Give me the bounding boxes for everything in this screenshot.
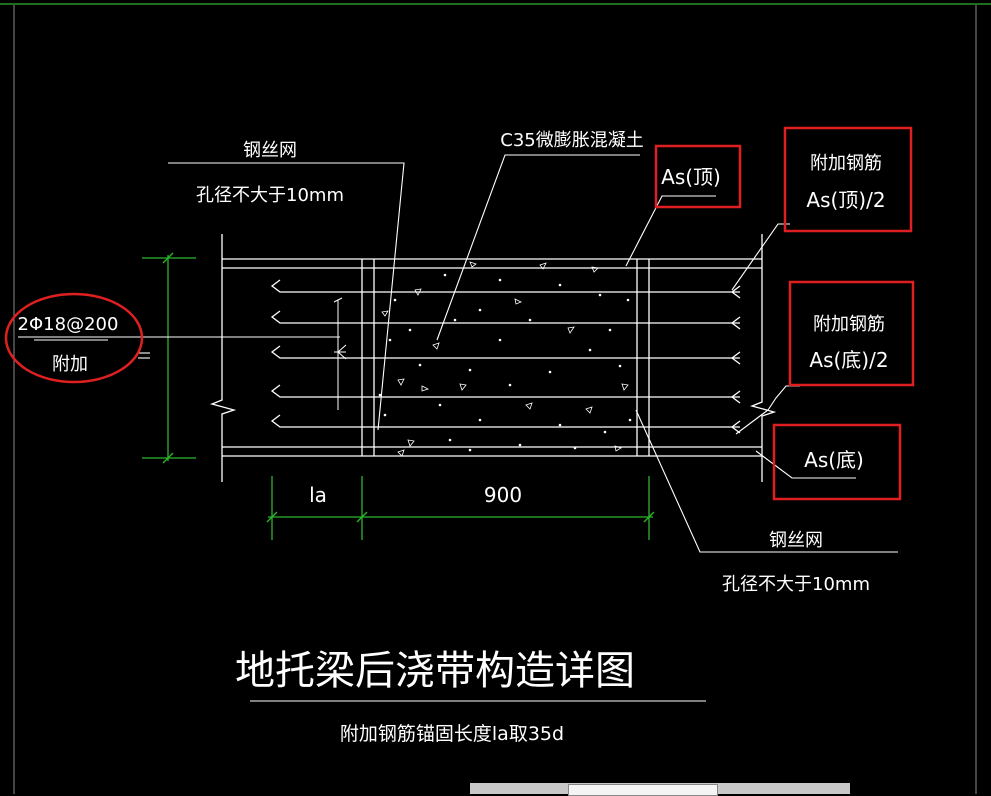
as-bottom-label: As(底)	[804, 448, 864, 472]
highlight-extra-top	[783, 126, 913, 233]
highlight-annotations	[4, 126, 915, 501]
dimension-la-label: la	[309, 483, 327, 507]
extra-rebar-bottom-label: 附加钢筋	[813, 314, 885, 335]
hole-size-right-label: 孔径不大于10mm	[722, 574, 870, 595]
concrete-aggregate	[378, 261, 632, 457]
highlight-extra-bottom	[788, 280, 915, 387]
rebar-spec-label: 2Φ18@200	[18, 314, 119, 335]
highlight-rebar-spec	[4, 292, 144, 384]
extra-rebar-top-label: 附加钢筋	[810, 153, 882, 174]
drawing-title: 地托梁后浇带构造详图	[235, 648, 635, 694]
extra-label: 附加	[52, 354, 88, 375]
highlight-as-top	[654, 144, 742, 209]
wire-mesh-left-label: 钢丝网	[243, 140, 297, 161]
wire-mesh-right-label: 钢丝网	[769, 530, 823, 551]
leader-lines	[18, 154, 898, 702]
highlight-as-bottom	[772, 423, 902, 501]
hole-size-left-label: 孔径不大于10mm	[196, 185, 344, 206]
as-top-label: As(顶)	[661, 165, 721, 189]
extra-rebar-top-formula: As(顶)/2	[806, 188, 885, 212]
status-bar	[470, 783, 850, 796]
beam-outline	[209, 234, 777, 482]
additional-rebars	[270, 279, 741, 434]
wire-mesh-marks	[333, 297, 347, 410]
extra-rebar-bottom-formula: As(底)/2	[809, 348, 888, 372]
status-input-field[interactable]	[568, 784, 718, 796]
dimension-lines	[142, 252, 655, 540]
drawing-subtitle: 附加钢筋锚固长度la取35d	[340, 723, 564, 745]
concrete-label: C35微膨胀混凝土	[500, 130, 643, 151]
dimension-900-label: 900	[484, 483, 522, 507]
